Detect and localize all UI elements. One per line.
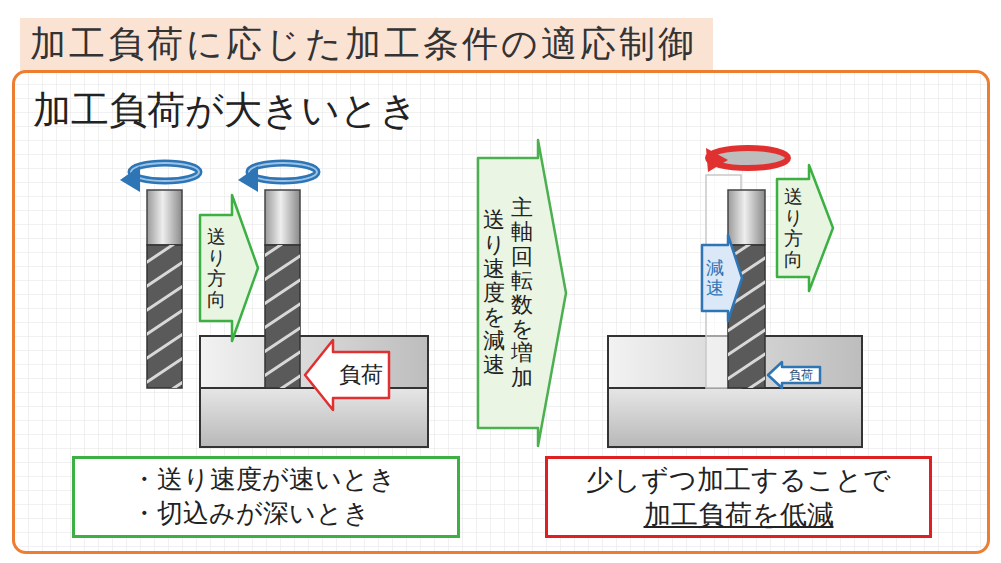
block-arrow-outline xyxy=(768,362,820,388)
tool-shank xyxy=(728,190,765,245)
note-box: ・送り速度が速いとき・切込みが深いとき xyxy=(72,456,460,538)
block-arrow-outline xyxy=(305,340,389,410)
node-text: 加工負荷を低減 xyxy=(644,497,834,532)
block-arrow-outline xyxy=(200,195,258,341)
flute-lines xyxy=(147,245,182,388)
title-band: 加工負荷に応じた加工条件の適応制御 xyxy=(20,18,713,73)
grid-ground xyxy=(15,73,987,551)
node-text: 送り方向 xyxy=(784,186,803,270)
rotation-arrowhead xyxy=(120,166,140,192)
rotation-arrow xyxy=(249,163,317,181)
block-arrow-outline xyxy=(478,140,566,446)
block-arrow: 負荷 xyxy=(303,338,391,412)
arrow-text-area: 負荷 xyxy=(333,352,389,398)
flute-lines xyxy=(265,245,300,388)
node-text: ・送り速度が速いとき xyxy=(131,463,396,497)
block-arrow: 送り方向 xyxy=(198,193,260,343)
arrow-text-area: 負荷 xyxy=(782,367,820,383)
rotation-arrow xyxy=(131,163,199,181)
tool-flute xyxy=(265,245,300,388)
block-arrow: 負荷 xyxy=(766,360,822,390)
node-text: 少しずつ加工することで xyxy=(586,462,891,497)
node-text: 送り方向 xyxy=(207,226,226,310)
panel-frame: 加工負荷が大きいとき・送り速度が速いとき・切込みが深いとき 少しずつ加工することで… xyxy=(12,70,990,554)
block-arrow: 送り方向 xyxy=(775,163,835,293)
rotation-arrowhead xyxy=(706,148,728,172)
workpiece xyxy=(200,388,428,447)
rotation-arrow xyxy=(131,163,199,181)
node-text: 負荷 xyxy=(339,364,383,386)
rotation-arrow xyxy=(249,163,317,181)
arrow-text-area: 送り方向 xyxy=(777,179,809,277)
note-box: 少しずつ加工することで加工負荷を低減 xyxy=(545,456,932,538)
rotation-arrowhead xyxy=(238,166,258,192)
block-arrow: 主軸回転数を増加送り速度を減速 xyxy=(476,138,568,448)
block-arrow: 減速 xyxy=(700,233,744,323)
block-arrow-outline xyxy=(777,165,833,291)
arrow-text-area: 減速 xyxy=(702,245,728,311)
node-text: 送り速度を減速 xyxy=(483,208,505,377)
node-text: 減速 xyxy=(706,258,724,298)
node-text: 負荷 xyxy=(789,369,813,381)
node-text: 加工負荷が大きいとき xyxy=(33,85,418,136)
tool-flute xyxy=(147,245,182,388)
arrow-text-area: 主軸回転数を増加送り速度を減速 xyxy=(478,158,538,428)
tool-shank xyxy=(147,190,182,245)
node-text: ・切込みが深いとき xyxy=(131,497,370,531)
block-arrow-outline xyxy=(702,235,742,321)
title-text: 加工負荷に応じた加工条件の適応制御 xyxy=(30,23,697,64)
arrow-text-area: 送り方向 xyxy=(200,215,232,321)
workpiece xyxy=(608,388,862,447)
node-text: 主軸回転数を増加 xyxy=(511,196,533,390)
tool-shank xyxy=(265,190,300,245)
